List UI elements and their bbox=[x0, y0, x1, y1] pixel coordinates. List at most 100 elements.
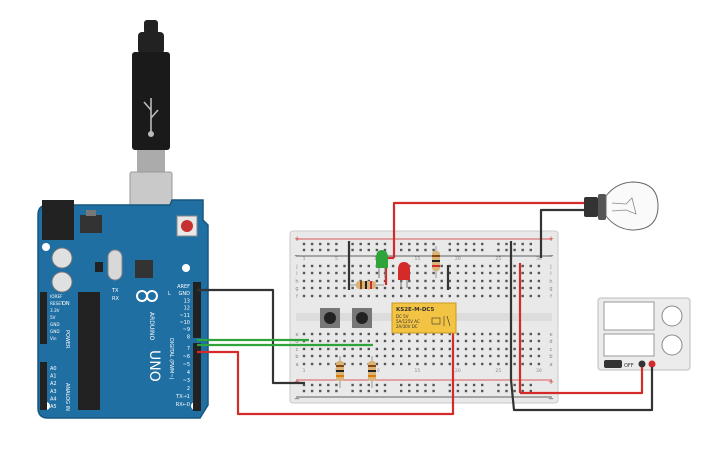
breadboard-hole[interactable] bbox=[537, 339, 541, 343]
rail-hole[interactable] bbox=[351, 383, 354, 387]
breadboard-hole[interactable] bbox=[489, 339, 492, 343]
breadboard-hole[interactable] bbox=[481, 286, 484, 290]
breadboard-hole[interactable] bbox=[448, 286, 451, 290]
breadboard-hole[interactable] bbox=[319, 279, 322, 283]
breadboard-hole[interactable] bbox=[408, 286, 411, 290]
rail-hole[interactable] bbox=[383, 389, 387, 393]
rail-hole[interactable] bbox=[319, 383, 322, 387]
breadboard-hole[interactable] bbox=[432, 354, 435, 358]
breadboard-hole[interactable] bbox=[424, 271, 427, 275]
breadboard-hole[interactable] bbox=[456, 271, 460, 275]
breadboard-hole[interactable] bbox=[302, 347, 306, 351]
breadboard-hole[interactable] bbox=[432, 271, 435, 275]
rail-hole[interactable] bbox=[448, 389, 451, 393]
breadboard-hole[interactable] bbox=[497, 294, 500, 298]
breadboard-hole[interactable] bbox=[481, 339, 484, 343]
breadboard-hole[interactable] bbox=[489, 362, 492, 366]
breadboard-hole[interactable] bbox=[521, 347, 524, 351]
breadboard-hole[interactable] bbox=[505, 294, 508, 298]
breadboard-hole[interactable] bbox=[335, 347, 338, 351]
breadboard-hole[interactable] bbox=[489, 271, 492, 275]
breadboard-hole[interactable] bbox=[489, 279, 492, 283]
breadboard-hole[interactable] bbox=[432, 286, 435, 290]
rail-hole[interactable] bbox=[375, 248, 379, 252]
breadboard-hole[interactable] bbox=[400, 354, 403, 358]
breadboard-hole[interactable] bbox=[335, 339, 338, 343]
rail-hole[interactable] bbox=[432, 242, 435, 246]
breadboard-hole[interactable] bbox=[481, 271, 484, 275]
breadboard-hole[interactable] bbox=[383, 354, 387, 358]
breadboard-hole[interactable] bbox=[351, 347, 354, 351]
breadboard-hole[interactable] bbox=[456, 279, 460, 283]
breadboard-hole[interactable] bbox=[310, 286, 314, 290]
rail-hole[interactable] bbox=[448, 248, 451, 252]
breadboard-hole[interactable] bbox=[367, 271, 370, 275]
breadboard-hole[interactable] bbox=[383, 339, 387, 343]
breadboard-hole[interactable] bbox=[424, 362, 427, 366]
rail-hole[interactable] bbox=[310, 383, 314, 387]
rail-hole[interactable] bbox=[351, 242, 354, 246]
breadboard-hole[interactable] bbox=[513, 264, 516, 268]
rail-hole[interactable] bbox=[383, 383, 387, 387]
breadboard-hole[interactable] bbox=[400, 347, 403, 351]
breadboard-hole[interactable] bbox=[391, 294, 395, 298]
breadboard-hole[interactable] bbox=[456, 362, 460, 366]
rail-hole[interactable] bbox=[408, 389, 411, 393]
rail-hole[interactable] bbox=[408, 248, 411, 252]
breadboard-hole[interactable] bbox=[529, 339, 532, 343]
breadboard-hole[interactable] bbox=[359, 362, 362, 366]
breadboard-hole[interactable] bbox=[367, 339, 370, 343]
breadboard-hole[interactable] bbox=[416, 271, 419, 275]
breadboard-hole[interactable] bbox=[319, 332, 322, 336]
breadboard-hole[interactable] bbox=[464, 362, 468, 366]
breadboard-hole[interactable] bbox=[472, 294, 476, 298]
rail-hole[interactable] bbox=[383, 248, 387, 252]
breadboard-hole[interactable] bbox=[416, 286, 419, 290]
breadboard-hole[interactable] bbox=[319, 339, 322, 343]
breadboard-hole[interactable] bbox=[529, 271, 532, 275]
breadboard-hole[interactable] bbox=[505, 279, 508, 283]
breadboard-hole[interactable] bbox=[537, 354, 541, 358]
rail-hole[interactable] bbox=[408, 242, 411, 246]
pushbutton-2[interactable] bbox=[352, 308, 372, 328]
rail-hole[interactable] bbox=[400, 242, 403, 246]
breadboard-hole[interactable] bbox=[327, 286, 330, 290]
breadboard-hole[interactable] bbox=[537, 279, 541, 283]
rail-hole[interactable] bbox=[521, 242, 524, 246]
breadboard-hole[interactable] bbox=[335, 279, 338, 283]
breadboard-hole[interactable] bbox=[489, 347, 492, 351]
breadboard-hole[interactable] bbox=[472, 264, 476, 268]
breadboard-hole[interactable] bbox=[497, 279, 500, 283]
breadboard-hole[interactable] bbox=[497, 264, 500, 268]
breadboard-hole[interactable] bbox=[537, 271, 541, 275]
breadboard-hole[interactable] bbox=[408, 347, 411, 351]
breadboard-hole[interactable] bbox=[400, 339, 403, 343]
breadboard-hole[interactable] bbox=[440, 279, 443, 283]
breadboard-hole[interactable] bbox=[310, 339, 314, 343]
breadboard-hole[interactable] bbox=[400, 362, 403, 366]
breadboard-hole[interactable] bbox=[481, 332, 484, 336]
rail-hole[interactable] bbox=[375, 242, 379, 246]
breadboard-hole[interactable] bbox=[472, 271, 476, 275]
breadboard-hole[interactable] bbox=[351, 286, 354, 290]
breadboard-hole[interactable] bbox=[424, 339, 427, 343]
rail-hole[interactable] bbox=[319, 242, 322, 246]
rail-hole[interactable] bbox=[351, 389, 354, 393]
rail-hole[interactable] bbox=[448, 383, 451, 387]
rail-hole[interactable] bbox=[497, 383, 500, 387]
breadboard-hole[interactable] bbox=[310, 279, 314, 283]
breadboard-hole[interactable] bbox=[383, 332, 387, 336]
breadboard-hole[interactable] bbox=[440, 264, 443, 268]
breadboard-hole[interactable] bbox=[424, 332, 427, 336]
breadboard-hole[interactable] bbox=[359, 339, 362, 343]
breadboard-hole[interactable] bbox=[513, 279, 516, 283]
breadboard-hole[interactable] bbox=[521, 294, 524, 298]
rail-hole[interactable] bbox=[481, 389, 484, 393]
psu-positive-terminal[interactable] bbox=[648, 360, 656, 368]
rail-hole[interactable] bbox=[367, 383, 370, 387]
rail-hole[interactable] bbox=[327, 389, 330, 393]
breadboard-hole[interactable] bbox=[529, 286, 532, 290]
rail-hole[interactable] bbox=[505, 383, 508, 387]
breadboard-hole[interactable] bbox=[351, 271, 354, 275]
breadboard-hole[interactable] bbox=[327, 264, 330, 268]
